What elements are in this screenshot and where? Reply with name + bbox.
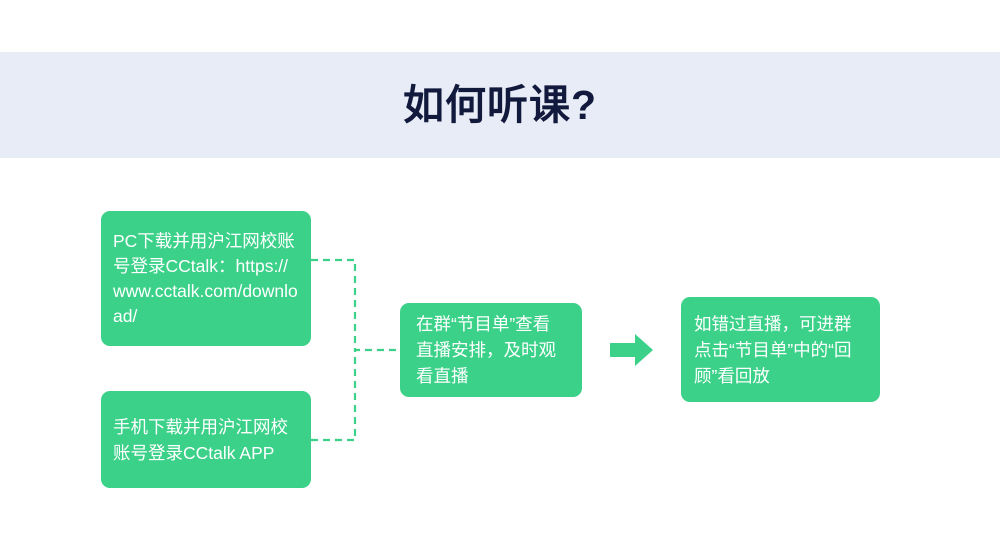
page-title: 如何听课? — [402, 82, 598, 128]
arrow-right-icon — [610, 334, 653, 366]
flow-box-watch-schedule[interactable]: 在群“节目单”查看直播安排，及时观看直播 — [400, 303, 582, 397]
connector-mobile-to-schedule — [311, 350, 357, 442]
flow-box-mobile-download[interactable]: 手机下载并用沪江网校账号登录CCtalk APP — [101, 391, 311, 488]
connector-pc-to-schedule — [311, 258, 400, 352]
header-band — [0, 52, 1000, 158]
flow-box-watch-replay[interactable]: 如错过直播，可进群点击“节目单”中的“回顾”看回放 — [681, 297, 880, 402]
flow-box-watch-replay-text: 如错过直播，可进群点击“节目单”中的“回顾”看回放 — [694, 313, 852, 386]
flow-box-mobile-download-text: 手机下载并用沪江网校账号登录CCtalk APP — [113, 416, 288, 463]
flow-box-watch-schedule-text: 在群“节目单”查看直播安排，及时观看直播 — [416, 314, 556, 386]
flow-box-pc-download[interactable]: PC下载并用沪江网校账号登录CCtalk：https://www.cctalk.… — [101, 211, 311, 346]
flow-box-pc-download-text: PC下载并用沪江网校账号登录CCtalk：https://www.cctalk.… — [113, 230, 298, 326]
